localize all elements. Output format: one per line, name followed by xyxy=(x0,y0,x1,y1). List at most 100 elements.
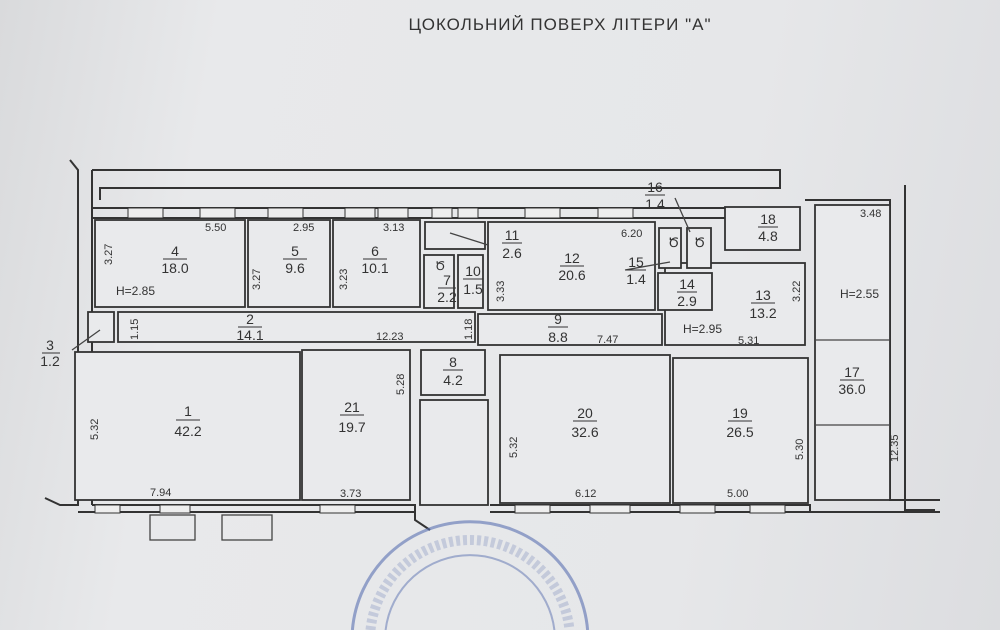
room-6 xyxy=(332,219,421,308)
room-20 xyxy=(499,354,671,504)
svg-text:3.48: 3.48 xyxy=(860,208,881,220)
dimension-labels: 5.50 3.27 2.95 3.27 3.13 3.23 3.33 6.20 … xyxy=(89,208,901,500)
room-label-16: 161.4 xyxy=(645,179,665,212)
svg-text:3.73: 3.73 xyxy=(340,488,361,500)
svg-text:H=2.85: H=2.85 xyxy=(116,284,155,298)
room-label-14: 142.9 xyxy=(677,276,697,309)
room-21 xyxy=(301,349,411,501)
room-label-9: 98.8 xyxy=(548,311,568,345)
svg-text:2: 2 xyxy=(246,311,254,327)
room-8 xyxy=(420,349,486,396)
toilet-icon: Ծ xyxy=(668,235,679,250)
svg-text:H=2.95: H=2.95 xyxy=(683,322,722,336)
svg-text:12.35: 12.35 xyxy=(889,434,901,462)
svg-text:3.27: 3.27 xyxy=(251,269,263,290)
svg-text:3.23: 3.23 xyxy=(338,269,350,290)
room-label-21: 21 19.7 xyxy=(338,399,365,435)
room-1 xyxy=(74,351,301,501)
svg-text:14.1: 14.1 xyxy=(236,327,263,343)
svg-text:6.20: 6.20 xyxy=(621,228,642,240)
room-5 xyxy=(247,219,331,308)
svg-text:9.6: 9.6 xyxy=(285,260,305,276)
svg-text:36.0: 36.0 xyxy=(838,381,865,397)
svg-text:11: 11 xyxy=(505,227,520,243)
room-9 xyxy=(477,313,663,346)
svg-text:26.5: 26.5 xyxy=(726,424,753,440)
svg-text:7: 7 xyxy=(443,272,451,288)
svg-text:5.00: 5.00 xyxy=(727,488,748,500)
svg-text:5: 5 xyxy=(291,243,299,259)
svg-text:1.2: 1.2 xyxy=(40,353,60,369)
svg-text:4.8: 4.8 xyxy=(758,228,778,244)
svg-text:6.12: 6.12 xyxy=(575,488,596,500)
svg-text:18: 18 xyxy=(760,211,776,227)
svg-text:9: 9 xyxy=(554,311,562,327)
stairwell xyxy=(419,399,489,506)
room-label-2: 214.1 xyxy=(236,311,263,343)
svg-text:2.2: 2.2 xyxy=(437,289,457,305)
svg-text:19: 19 xyxy=(732,405,748,421)
room-2 xyxy=(117,311,476,343)
svg-text:20: 20 xyxy=(577,405,593,421)
svg-text:5.32: 5.32 xyxy=(89,419,101,440)
room-7 xyxy=(423,254,455,309)
room-label-5: 59.6 xyxy=(283,243,307,276)
svg-text:5.30: 5.30 xyxy=(794,439,806,460)
svg-text:5.31: 5.31 xyxy=(738,335,759,347)
svg-text:1.15: 1.15 xyxy=(129,319,141,340)
svg-text:12.23: 12.23 xyxy=(376,331,404,343)
room-3 xyxy=(87,311,115,343)
room-label-11: 112.6 xyxy=(502,227,522,261)
svg-text:16: 16 xyxy=(647,179,663,195)
svg-text:5.28: 5.28 xyxy=(395,374,407,395)
svg-text:4.2: 4.2 xyxy=(443,372,463,388)
svg-text:7.47: 7.47 xyxy=(597,334,618,346)
windows xyxy=(94,207,786,541)
svg-text:13: 13 xyxy=(755,287,771,303)
svg-text:19.7: 19.7 xyxy=(338,419,365,435)
room-4 xyxy=(94,219,246,308)
svg-text:15: 15 xyxy=(628,254,644,270)
svg-text:42.2: 42.2 xyxy=(174,423,201,439)
room-label-10: 101.5 xyxy=(463,263,483,297)
svg-text:8: 8 xyxy=(449,354,457,370)
room-label-7: 72.2 xyxy=(437,272,457,305)
svg-text:5.32: 5.32 xyxy=(508,437,520,458)
room-label-18: 184.8 xyxy=(758,211,778,244)
room-15 xyxy=(658,227,682,269)
svg-text:10.1: 10.1 xyxy=(361,260,388,276)
svg-text:1: 1 xyxy=(184,403,192,419)
ceiling-heights: H=2.85 H=2.95 H=2.55 xyxy=(116,284,879,336)
room-label-1: 142.2 xyxy=(174,403,201,439)
room-11 xyxy=(424,221,486,250)
svg-text:20.6: 20.6 xyxy=(558,267,585,283)
room-10 xyxy=(457,254,484,309)
room-label-19: 19 26.5 xyxy=(726,405,753,440)
toilet-icon: Ծ xyxy=(694,235,705,250)
svg-text:2.9: 2.9 xyxy=(677,293,697,309)
svg-text:14: 14 xyxy=(679,276,695,292)
room-16 xyxy=(686,227,712,269)
svg-text:21: 21 xyxy=(344,399,360,415)
svg-text:18.0: 18.0 xyxy=(161,260,188,276)
room-19 xyxy=(672,357,809,504)
svg-text:1.18: 1.18 xyxy=(463,319,475,340)
svg-text:3.13: 3.13 xyxy=(383,222,404,234)
svg-text:6: 6 xyxy=(371,243,379,259)
svg-text:2.95: 2.95 xyxy=(293,222,314,234)
svg-text:1.4: 1.4 xyxy=(626,271,646,287)
svg-text:10: 10 xyxy=(465,263,481,279)
svg-text:1.5: 1.5 xyxy=(463,281,483,297)
room-17 xyxy=(814,204,891,501)
svg-text:3.33: 3.33 xyxy=(495,281,507,302)
svg-text:H=2.55: H=2.55 xyxy=(840,287,879,301)
room-label-8: 84.2 xyxy=(443,354,463,388)
svg-text:7.94: 7.94 xyxy=(150,487,171,499)
svg-text:3: 3 xyxy=(46,337,54,353)
rooms: Ծ Ծ Ծ xyxy=(71,197,891,506)
